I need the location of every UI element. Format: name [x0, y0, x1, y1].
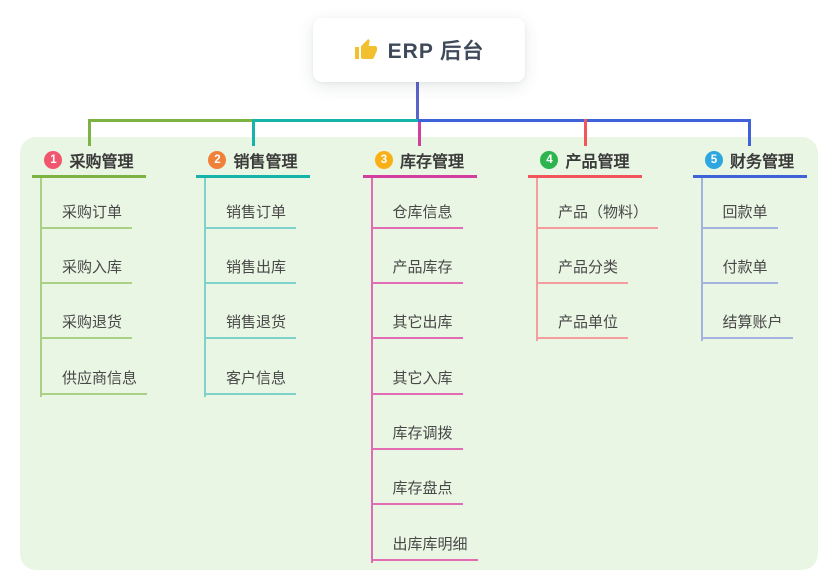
leaf-node-label[interactable]: 销售出库: [204, 256, 297, 284]
leaf-node-label[interactable]: 出库库明细: [370, 533, 478, 561]
leaf-node-label[interactable]: 其它出库: [370, 311, 463, 340]
connector-h-line-left-inner: [251, 119, 421, 122]
connector-h-line-left-outer: [87, 119, 255, 122]
leaf-node: 出库库明细: [370, 505, 478, 561]
branch-number-badge: 5: [704, 151, 723, 169]
branch-header[interactable]: 3 库存管理: [362, 148, 477, 178]
leaf-node-label[interactable]: 产品库存: [370, 256, 463, 284]
leaf-node: 结算账户: [700, 284, 793, 340]
leaf-node: 付款单: [700, 229, 793, 284]
branch-rail-line: [536, 178, 538, 342]
leaf-node-label[interactable]: 库存盘点: [370, 477, 463, 506]
leaf-node: 采购订单: [40, 178, 147, 229]
branch-rail-line: [40, 178, 42, 397]
leaf-node: 其它入库: [370, 339, 478, 395]
leaf-node-label[interactable]: 其它入库: [370, 367, 463, 395]
branch-items: 回款单 付款单 结算账户: [700, 178, 793, 340]
branch-number-badge: 1: [44, 151, 63, 169]
thumbs-up-icon: [354, 39, 377, 59]
branch-label: 财务管理: [729, 154, 794, 171]
root-node-label: ERP 后台: [387, 40, 485, 63]
branch-rail-line: [370, 178, 373, 563]
leaf-node-label[interactable]: 销售退货: [204, 311, 297, 340]
leaf-node: 库存调拨: [370, 395, 478, 451]
leaf-node-label[interactable]: 产品单位: [536, 311, 629, 340]
leaf-node-label[interactable]: 采购退货: [40, 311, 133, 340]
leaf-node-label[interactable]: 产品分类: [536, 256, 629, 284]
branch-items: 销售订单 销售出库 销售退货 客户信息: [204, 178, 297, 395]
leaf-node-label[interactable]: 回款单: [700, 201, 778, 229]
branch-label: 库存管理: [399, 154, 464, 171]
branch-number-badge: 3: [374, 151, 393, 169]
branch-label: 产品管理: [565, 154, 630, 171]
leaf-node: 回款单: [700, 178, 793, 229]
leaf-node: 销售退货: [204, 284, 297, 340]
leaf-node-label[interactable]: 结算账户: [700, 311, 793, 340]
leaf-node: 采购入库: [40, 229, 147, 284]
branch-rail-line: [700, 178, 703, 342]
leaf-node-label[interactable]: 采购入库: [40, 256, 133, 284]
branch-drop-line: [583, 119, 587, 146]
branch-rail-line: [204, 178, 206, 397]
branch-items: 采购订单 采购入库 采购退货 供应商信息: [40, 178, 148, 395]
leaf-node-label[interactable]: 付款单: [700, 256, 778, 284]
branch-items: 仓库信息 产品库存 其它出库 其它入库 库存调拨 库存盘点 出库库明细: [370, 178, 478, 561]
leaf-node-label[interactable]: 供应商信息: [40, 367, 148, 395]
branch-label: 采购管理: [69, 154, 134, 171]
leaf-node: 仓库信息: [370, 178, 478, 229]
leaf-node-label[interactable]: 客户信息: [204, 367, 297, 395]
leaf-node-label[interactable]: 销售订单: [204, 201, 297, 229]
branch-drop-line: [748, 119, 751, 146]
branches-panel: [20, 137, 818, 570]
leaf-node: 供应商信息: [40, 339, 148, 395]
branch-items: 产品（物料） 产品分类 产品单位: [536, 178, 659, 340]
leaf-node: 销售订单: [204, 178, 297, 229]
leaf-node-label[interactable]: 采购订单: [40, 201, 133, 229]
leaf-node: 其它出库: [370, 284, 478, 340]
leaf-node-label[interactable]: 仓库信息: [370, 201, 463, 229]
leaf-node: 库存盘点: [370, 450, 478, 506]
leaf-node: 采购退货: [40, 284, 147, 340]
branch-header[interactable]: 1 采购管理: [32, 148, 146, 178]
branch-number-badge: 2: [208, 151, 227, 169]
leaf-node-label[interactable]: 产品（物料）: [536, 201, 659, 229]
leaf-node: 产品单位: [536, 284, 658, 340]
branch-header[interactable]: 4 产品管理: [528, 148, 642, 178]
leaf-node: 客户信息: [204, 339, 297, 395]
branch-header[interactable]: 5 财务管理: [692, 148, 807, 178]
branch-drop-line: [418, 122, 421, 146]
branch-label: 销售管理: [233, 154, 298, 171]
leaf-node: 产品（物料）: [536, 178, 659, 229]
root-stem-line: [416, 82, 419, 122]
branch-number-badge: 4: [540, 151, 559, 169]
branch-drop-line: [251, 119, 255, 146]
leaf-node: 产品分类: [536, 229, 658, 284]
branch-header[interactable]: 2 销售管理: [196, 148, 310, 178]
branch-drop-line: [87, 119, 91, 146]
leaf-node: 销售出库: [204, 229, 297, 284]
mindmap-root-node[interactable]: ERP 后台: [313, 18, 525, 82]
leaf-node-label[interactable]: 库存调拨: [370, 422, 463, 451]
leaf-node: 产品库存: [370, 229, 478, 284]
